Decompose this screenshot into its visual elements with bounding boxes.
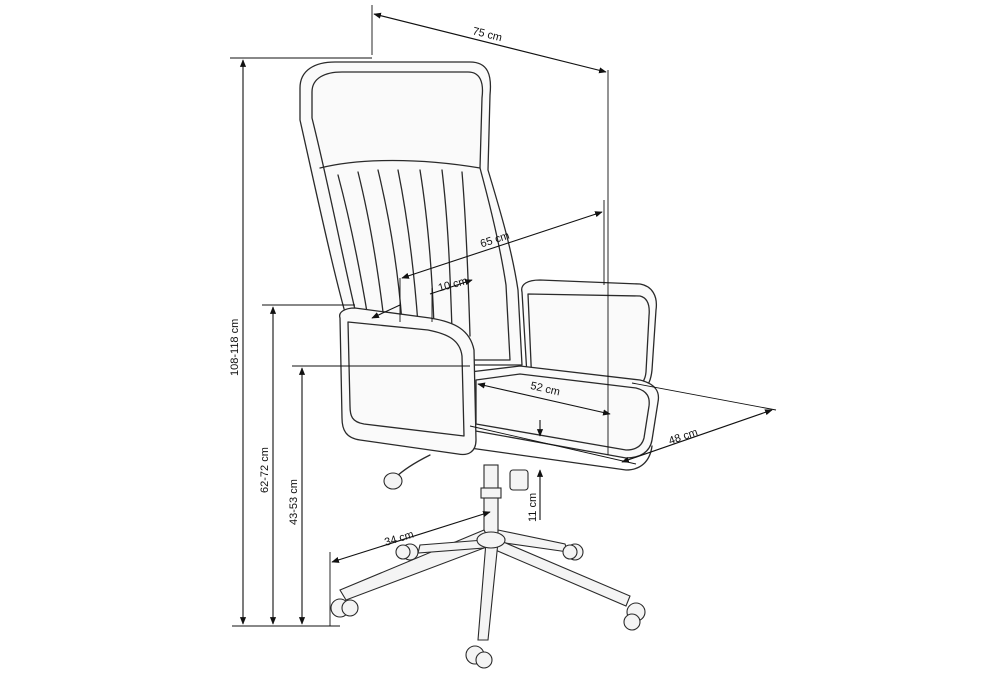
dim-armrest-height: 62-72 cm: [259, 304, 355, 625]
star-base: [339, 529, 631, 641]
dim-seat-thickness: 11 cm: [527, 420, 544, 522]
tilt-lever: [394, 454, 431, 479]
caster-1: [330, 598, 359, 618]
caster-3: [562, 543, 584, 561]
label-seat-thickness: 11 cm: [527, 493, 539, 522]
tilt-knob: [383, 472, 403, 490]
label-total-width: 75 cm: [471, 25, 503, 44]
caster-2: [395, 543, 419, 561]
left-armrest-pad: [347, 321, 465, 437]
channel-seam-1: [337, 174, 369, 319]
label-seat-height: 43-53 cm: [288, 479, 300, 525]
label-total-height: 108-118 cm: [229, 319, 241, 376]
height-lever: [509, 469, 529, 491]
left-armrest: [339, 307, 477, 456]
dim-total-height: 108-118 cm: [229, 59, 340, 627]
gas-lift-cylinder: [483, 464, 499, 536]
caster-4: [623, 602, 646, 631]
channel-seam-2: [357, 171, 385, 321]
caster-5: [465, 645, 493, 669]
label-armrest-height: 62-72 cm: [259, 447, 271, 493]
dim-seat-height: 43-53 cm: [288, 365, 470, 625]
chair-illustration: [299, 61, 660, 669]
gas-lift-collar: [480, 487, 502, 499]
label-seat-depth: 48 cm: [667, 426, 699, 447]
headrest-seam: [319, 159, 481, 169]
